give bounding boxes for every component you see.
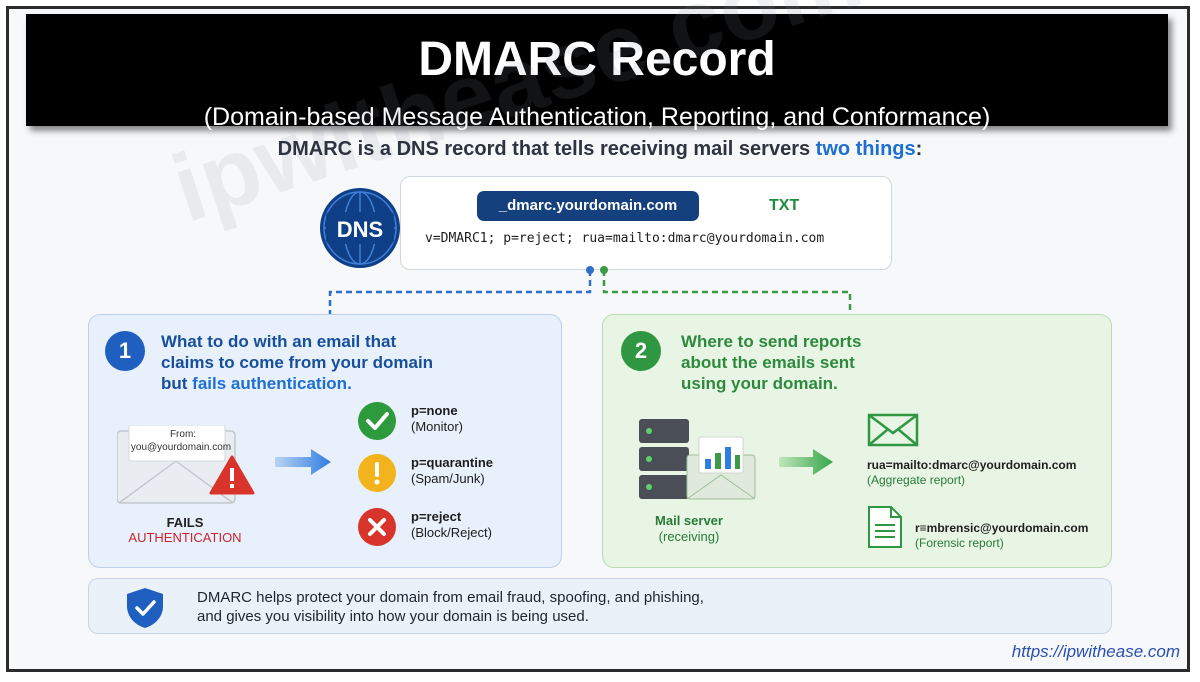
policy-title-line3: but fails authentication. bbox=[161, 373, 433, 394]
policy-none-name: p=none bbox=[411, 403, 458, 418]
dns-globe-icon: DNS bbox=[320, 188, 400, 268]
policy-title-line2: claims to come from your domain bbox=[161, 353, 434, 372]
shield-check-icon bbox=[127, 588, 163, 628]
reporting-title-line3: using your domain. bbox=[681, 374, 838, 393]
arrow-right-icon bbox=[779, 449, 833, 475]
mail-server-label: Mail server bbox=[655, 513, 723, 528]
policy-none: p=none (Monitor) bbox=[357, 401, 517, 445]
dns-host: _dmarc.yourdomain.com bbox=[477, 191, 699, 221]
step-number-1: 1 bbox=[105, 331, 145, 371]
policy-quarantine-name: p=quarantine bbox=[411, 455, 493, 470]
check-icon bbox=[358, 402, 396, 440]
policy-title-highlight: fails authentication. bbox=[192, 374, 352, 393]
intro-highlight: two things bbox=[815, 138, 916, 160]
report-forensic-label: r≡mbrensic@yourdomain.com bbox=[915, 521, 1089, 535]
footer-note: DMARC helps protect your domain from ema… bbox=[88, 578, 1112, 634]
mail-server-icon bbox=[639, 419, 756, 500]
dns-badge-text: DNS bbox=[337, 217, 383, 242]
reporting-panel: 2 Where to send reports about the emails… bbox=[602, 314, 1112, 568]
exclamation-icon bbox=[358, 454, 396, 492]
email-envelope-icon bbox=[117, 425, 236, 504]
policy-title-line1: What to do with an email that bbox=[161, 332, 397, 351]
email-from-label: From: bbox=[169, 429, 197, 440]
document-icon bbox=[868, 506, 902, 548]
email-from-address: you@yourdomain.com bbox=[130, 442, 232, 453]
warning-icon bbox=[209, 455, 255, 495]
page-title: DMARC Record bbox=[418, 33, 776, 86]
reporting-title-line2: about the emails sent bbox=[681, 353, 855, 372]
dns-record-type: TXT bbox=[769, 197, 800, 214]
arrow-right-icon bbox=[275, 449, 331, 475]
connector-blue bbox=[328, 270, 592, 314]
connector-blue-dot bbox=[586, 266, 594, 274]
dns-record-box: _dmarc.yourdomain.com TXT v=DMARC1; p=re… bbox=[400, 176, 892, 270]
report-forensic-desc: (Forensic report) bbox=[915, 536, 1004, 550]
footer-text: DMARC helps protect your domain from ema… bbox=[197, 588, 704, 626]
intro-text-main: DMARC is a DNS record that tells receivi… bbox=[277, 138, 816, 160]
policy-reject: p=reject (Block/Reject) bbox=[357, 507, 517, 551]
envelope-icon bbox=[867, 413, 919, 447]
policy-title-line3-text: but bbox=[161, 374, 193, 393]
report-aggregate-label: rua=mailto:dmarc@yourdomain.com bbox=[867, 458, 1077, 472]
connector-green bbox=[602, 270, 852, 314]
policy-none-desc: (Monitor) bbox=[411, 419, 464, 434]
step-number-2: 2 bbox=[621, 331, 661, 371]
policy-reject-desc: (Block/Reject) bbox=[411, 525, 492, 540]
mail-server-sublabel: (receiving) bbox=[658, 529, 720, 544]
reporting-panel-title: Where to send reports about the emails s… bbox=[681, 331, 861, 394]
fails-label: FAILS bbox=[166, 515, 204, 530]
footer-line2: and gives you visibility into how your d… bbox=[197, 608, 589, 625]
report-aggregate-desc: (Aggregate report) bbox=[867, 473, 966, 487]
site-url-link[interactable]: https://ipwithease.com bbox=[1011, 642, 1180, 661]
intro-text: DMARC is a DNS record that tells receivi… bbox=[0, 138, 1200, 161]
policy-panel: 1 What to do with an email that claims t… bbox=[88, 314, 562, 568]
fails-authentication-label: AUTHENTICATION bbox=[128, 530, 242, 545]
policy-panel-title: What to do with an email that claims to … bbox=[161, 331, 433, 394]
connector-green-dot bbox=[600, 266, 608, 274]
policy-quarantine-desc: (Spam/Junk) bbox=[411, 471, 485, 486]
page-subtitle: (Domain-based Message Authentication, Re… bbox=[203, 103, 991, 131]
title-banner: DMARC Record (Domain-based Message Authe… bbox=[26, 14, 1168, 131]
dns-record-value: v=DMARC1; p=reject; rua=mailto:dmarc@you… bbox=[425, 231, 825, 246]
policy-reject-name: p=reject bbox=[411, 509, 462, 524]
reporting-title-line1: Where to send reports bbox=[681, 332, 862, 351]
intro-colon: : bbox=[915, 138, 923, 160]
x-icon bbox=[358, 508, 396, 546]
policy-quarantine: p=quarantine (Spam/Junk) bbox=[357, 453, 517, 497]
footer-line1: DMARC helps protect your domain from ema… bbox=[197, 589, 704, 606]
